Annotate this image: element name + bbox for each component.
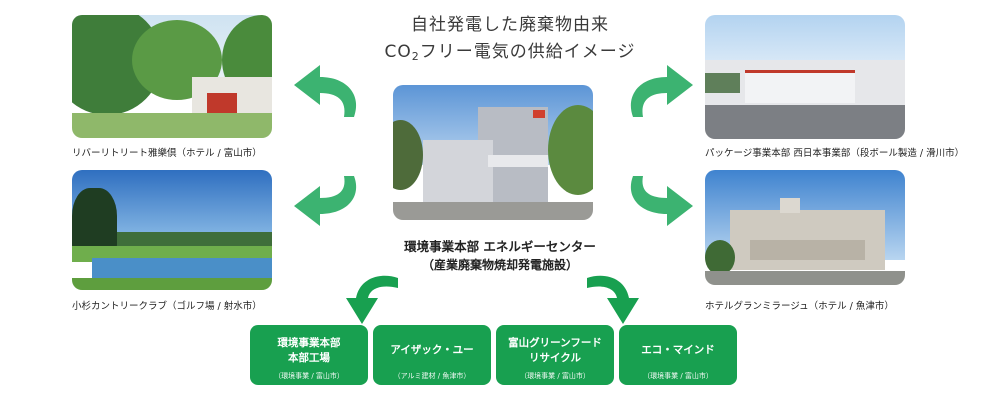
caption-golf-course: 小杉カントリークラブ（ゴルフ場 / 射水市） xyxy=(72,301,262,312)
group-name-line1: 環境事業本部 xyxy=(277,337,341,349)
group-name-line2: リサイクル xyxy=(529,352,581,364)
arrow-to-group-right xyxy=(587,275,639,324)
arrow-to-top-right xyxy=(630,65,693,117)
photo-golf-course xyxy=(72,170,272,290)
arrow-to-mid-right xyxy=(630,176,693,226)
photo-energy-center xyxy=(393,85,593,220)
caption-hotel-grand-mirage: ホテルグランミラージュ（ホテル / 魚津市） xyxy=(705,301,894,312)
arrow-to-top-left xyxy=(294,65,357,117)
group-sub: （アルミ建材 / 魚津市） xyxy=(393,372,471,380)
photo-packaging-factory xyxy=(705,15,905,139)
title-line-1: 自社発電した廃棄物由来 xyxy=(411,15,609,35)
photo-hotel-grand-mirage xyxy=(705,170,905,285)
arrow-to-group-left xyxy=(346,275,398,324)
group-name-line1: アイザック・ユー xyxy=(390,344,474,356)
diagram-title: 自社発電した廃棄物由来 CO2フリー電気の供給イメージ xyxy=(320,12,700,70)
group-sub: （環境事業 / 富山市） xyxy=(643,372,713,380)
photo-riverside-hotel xyxy=(72,15,272,138)
caption-packaging-factory: パッケージ事業本部 西日本事業部（段ボール製造 / 滑川市） xyxy=(705,148,965,159)
group-sub: （環境事業 / 富山市） xyxy=(274,372,344,380)
group-box-toyama-green-food: 富山グリーンフードリサイクル （環境事業 / 富山市） xyxy=(496,325,614,385)
center-facility-type: （産業廃棄物焼却発電施設） xyxy=(421,258,578,272)
group-box-eco-mind: エコ・マインド （環境事業 / 富山市） xyxy=(619,325,737,385)
group-box-honbu-factory: 環境事業本部本部工場 （環境事業 / 富山市） xyxy=(250,325,368,385)
group-sub: （環境事業 / 富山市） xyxy=(520,372,590,380)
group-box-isaac-u: アイザック・ユー （アルミ建材 / 魚津市） xyxy=(373,325,491,385)
caption-riverside-hotel: リバーリトリート雅樂倶（ホテル / 富山市） xyxy=(72,148,262,159)
title-line-2: CO2フリー電気の供給イメージ xyxy=(384,42,636,63)
group-name-line2: 本部工場 xyxy=(288,352,330,364)
center-facility-name: 環境事業本部 エネルギーセンター xyxy=(404,239,596,254)
arrow-to-mid-left xyxy=(294,176,357,226)
group-name-line1: エコ・マインド xyxy=(641,344,715,356)
group-name-line1: 富山グリーンフード xyxy=(508,337,602,349)
